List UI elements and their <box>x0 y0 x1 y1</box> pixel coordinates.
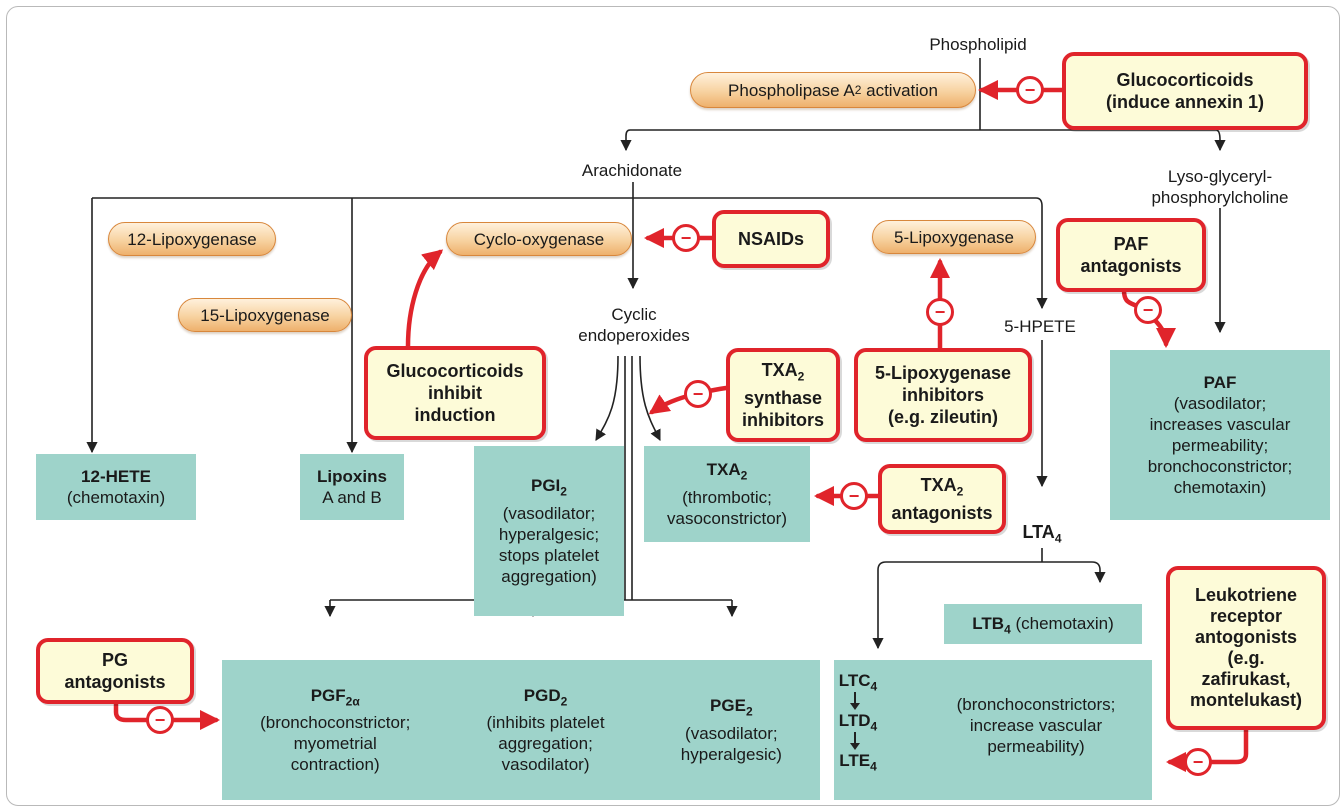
product-pge2: PGE2 (vasodilator; hyperalgesic) <box>680 696 782 764</box>
lta4-label: LTA4 <box>1022 522 1062 546</box>
product-pgd2: PGD2 (inhibits platelet aggregation; vas… <box>486 685 605 775</box>
5-hpete-label: 5-HPETE <box>1004 317 1076 336</box>
lt-description: (bronchoconstrictors; increase vascular … <box>956 695 1116 756</box>
product-lipoxins: Lipoxins A and B <box>300 454 404 520</box>
drug-pg-antagonists: PG antagonists <box>36 638 194 704</box>
enzyme-cyclo-oxygenase: Cyclo-oxygenase <box>446 222 632 256</box>
product-pgi2: PGI2 (vasodilator; hyperalgesic; stops p… <box>474 446 624 616</box>
drug-glucocorticoids-annexin: Glucocorticoids (induce annexin 1) <box>1062 52 1308 130</box>
inhibit-symbol-txa2-synthase: − <box>684 380 712 408</box>
product-pgf2a: PGF2α (bronchoconstrictor; myometrial co… <box>260 685 411 775</box>
phospholipid-label: Phospholipid <box>929 35 1027 54</box>
lte4-label: LTE4 <box>839 751 877 774</box>
drug-nsaids: NSAIDs <box>712 210 830 268</box>
enzyme-12-lipoxygenase: 12-Lipoxygenase <box>108 222 276 256</box>
inhibit-symbol-leukotriene-antagonists: − <box>1184 748 1212 776</box>
product-txa2: TXA2 (thrombotic; vasoconstrictor) <box>644 446 810 542</box>
inhibit-symbol-nsaids: − <box>672 224 700 252</box>
drug-paf-antagonists: PAF antagonists <box>1056 218 1206 292</box>
drug-5-lipoxygenase-inhibitors: 5-Lipoxygenase inhibitors (e.g. zileutin… <box>854 348 1032 442</box>
ltd4-label: LTD4 <box>838 711 878 734</box>
product-prostaglandins-box: PGF2α (bronchoconstrictor; myometrial co… <box>222 660 820 800</box>
inhibit-symbol-paf: − <box>1134 296 1162 324</box>
drug-glucocorticoids-inhibit-induction: Glucocorticoids inhibit induction <box>364 346 546 440</box>
product-12-hete: 12-HETE (chemotaxin) <box>36 454 196 520</box>
inhibit-symbol-5-lipoxygenase: − <box>926 298 954 326</box>
enzyme-5-lipoxygenase: 5-Lipoxygenase <box>872 220 1036 254</box>
product-paf: PAF (vasodilator; increases vascular per… <box>1110 350 1330 520</box>
product-ltb4: LTB4 (chemotaxin) <box>944 604 1142 644</box>
drug-txa2-synthase-inhibitors: TXA2 synthase inhibitors <box>726 348 840 442</box>
drug-leukotriene-receptor-antagonists: Leukotriene receptor antogonists (e.g. z… <box>1166 566 1326 730</box>
arachidonate-label: Arachidonate <box>581 161 683 180</box>
inhibit-symbol-txa2-antagonists: − <box>840 482 868 510</box>
product-cysteinyl-leukotrienes-box: LTC4 LTD4 LTE4 (bronchoconstrictors; inc… <box>834 660 1152 800</box>
cyclic-endoperoxides-label: Cyclic endoperoxides <box>578 305 690 345</box>
inhibit-symbol-pg-antagonists: − <box>146 706 174 734</box>
lyso-glycerylphosphorylcholine-label: Lyso-glyceryl- phosphorylcholine <box>1151 167 1289 207</box>
drug-txa2-antagonists: TXA2 antagonists <box>878 464 1006 534</box>
ltc4-to-ltd4-arrow <box>850 692 860 710</box>
ltc4-label: LTC4 <box>838 671 878 694</box>
enzyme-15-lipoxygenase: 15-Lipoxygenase <box>178 298 352 332</box>
inhibit-symbol-glucocorticoids-top: − <box>1016 76 1044 104</box>
ltd4-to-lte4-arrow <box>850 732 860 750</box>
